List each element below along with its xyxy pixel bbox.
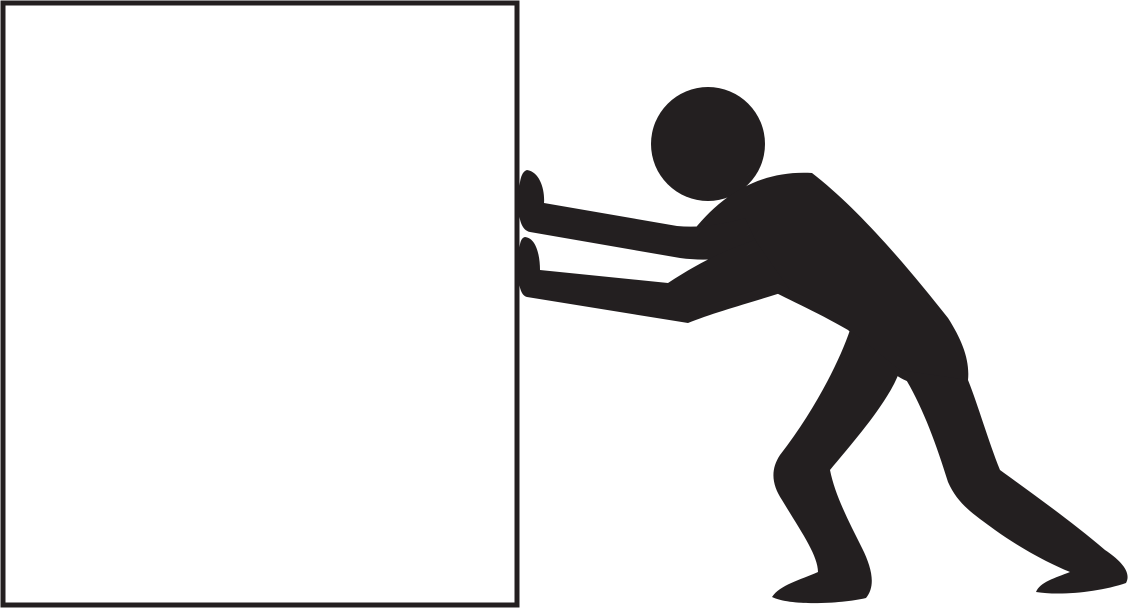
figure-back-leg <box>900 370 1128 594</box>
person-pushing-icon <box>519 87 1128 603</box>
figure-head <box>651 87 765 201</box>
figure-front-leg <box>772 330 900 603</box>
box-outline-icon <box>3 3 517 605</box>
